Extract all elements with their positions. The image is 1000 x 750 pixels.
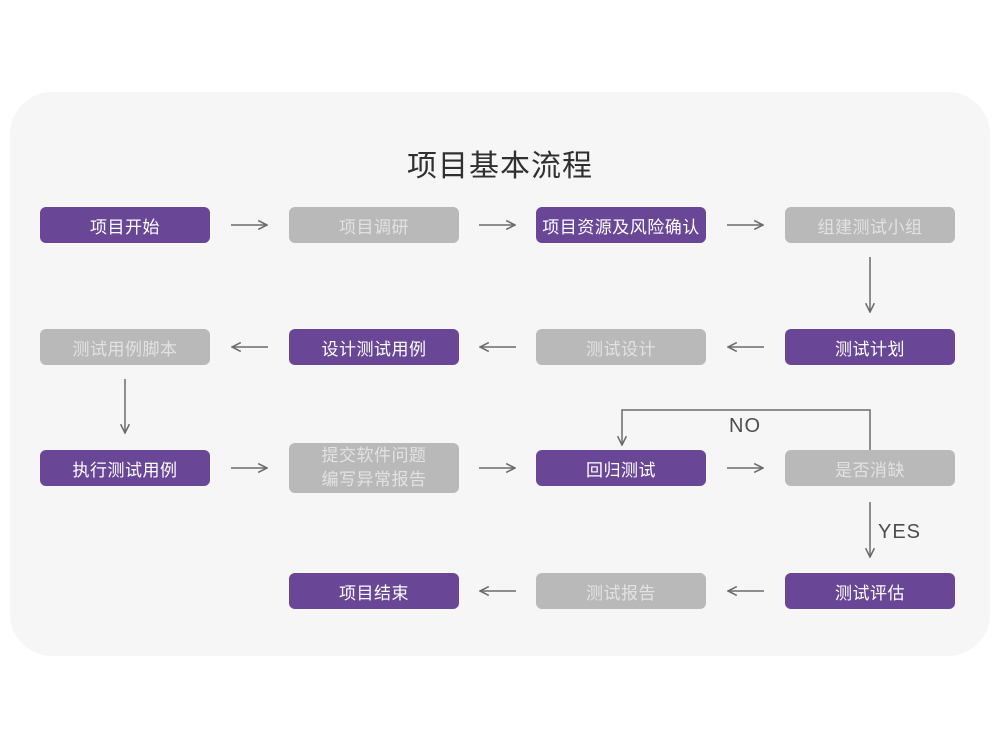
node-submit-issues-line2: 编写异常报告 bbox=[321, 470, 427, 489]
node-resource-risk-confirm: 项目资源及风险确认 bbox=[536, 207, 706, 243]
node-design-test-cases: 设计测试用例 bbox=[289, 329, 459, 365]
node-test-case-script: 测试用例脚本 bbox=[40, 329, 210, 365]
edge-label-yes: YES bbox=[878, 521, 922, 543]
flowchart-card bbox=[10, 92, 990, 656]
node-submit-issues-line1: 提交软件问题 bbox=[321, 446, 427, 466]
node-test-report: 测试报告 bbox=[536, 573, 706, 609]
node-execute-test-cases: 执行测试用例 bbox=[40, 450, 210, 486]
node-submit-issues-report: 提交软件问题 编写异常报告 bbox=[289, 443, 459, 493]
node-defect-cleared-decision: 是否消缺 bbox=[785, 450, 955, 486]
node-test-plan: 测试计划 bbox=[785, 329, 955, 365]
node-test-design: 测试设计 bbox=[536, 329, 706, 365]
edge-label-no: NO bbox=[729, 415, 761, 437]
node-test-evaluation: 测试评估 bbox=[785, 573, 955, 609]
node-project-end: 项目结束 bbox=[289, 573, 459, 609]
node-project-start: 项目开始 bbox=[40, 207, 210, 243]
node-project-research: 项目调研 bbox=[289, 207, 459, 243]
node-build-test-team: 组建测试小组 bbox=[785, 207, 955, 243]
node-regression-test: 回归测试 bbox=[536, 450, 706, 486]
page-title: 项目基本流程 bbox=[407, 150, 593, 183]
